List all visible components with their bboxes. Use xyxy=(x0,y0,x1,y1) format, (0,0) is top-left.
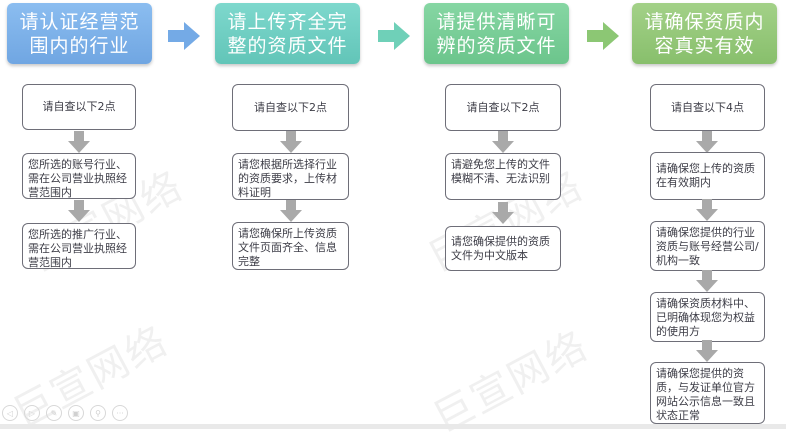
down-arrow-icon xyxy=(68,131,90,153)
step-4-item-2: 请确保您提供的行业资质与账号经营公司/机构一致 xyxy=(650,221,765,271)
step-2-item-1: 请您根据所选择行业的资质要求，上传材料证明 xyxy=(232,153,349,200)
step-2-header: 请上传齐全完整的资质文件 xyxy=(215,3,360,64)
slides-icon: ▣ xyxy=(72,408,80,418)
step-3-item-1: 请避免您上传的文件模糊不清、无法识别 xyxy=(445,153,561,200)
down-arrow-icon xyxy=(280,200,302,222)
bottom-bar xyxy=(0,424,786,429)
step-1-item-1: 您所选的账号行业、需在公司营业执照经营范围内 xyxy=(22,153,136,199)
step-3-title-line2: 辨的资质文件 xyxy=(436,34,557,57)
step-4-item-1: 请确保您上传的资质在有效期内 xyxy=(650,152,765,200)
step-2-item-2: 请您确保所上传资质文件页面齐全、信息完整 xyxy=(232,222,349,270)
step-1-checklist-heading: 请自查以下2点 xyxy=(22,84,136,130)
step-4-checklist-heading: 请自查以下4点 xyxy=(650,84,765,131)
step-1-item-2: 您所选的推广行业、需在公司营业执照经营范围内 xyxy=(22,223,136,269)
see-all-slides-button[interactable]: ▣ xyxy=(68,405,84,421)
down-arrow-icon xyxy=(696,199,718,221)
step-3-checklist-heading: 请自查以下2点 xyxy=(445,84,561,131)
down-arrow-icon xyxy=(492,131,514,153)
step-1-title-line1: 请认证经营范 xyxy=(19,10,140,33)
down-arrow-icon xyxy=(280,131,302,153)
pen-button[interactable]: ✎ xyxy=(46,405,62,421)
step-4-title-line2: 容真实有效 xyxy=(654,34,755,57)
step-2-checklist-heading: 请自查以下2点 xyxy=(232,84,349,131)
down-arrow-icon xyxy=(68,200,90,222)
next-slide-button[interactable]: ▷ xyxy=(24,405,40,421)
step-2-title-line2: 整的资质文件 xyxy=(227,34,348,57)
step-4-title-line1: 请确保资质内 xyxy=(644,10,765,33)
step-1-header: 请认证经营范围内的行业 xyxy=(7,3,152,64)
more-icon: ··· xyxy=(116,408,124,418)
step-4-item-4: 请确保您提供的资质，与发证单位官方网站公示信息一致且状态正常 xyxy=(650,362,765,424)
arrow-right-icon: ▷ xyxy=(28,408,36,418)
right-arrow-icon xyxy=(168,22,200,50)
step-4-header: 请确保资质内容真实有效 xyxy=(632,3,777,64)
step-3-item-2: 请您确保提供的资质文件为中文版本 xyxy=(445,226,561,271)
more-options-button[interactable]: ··· xyxy=(112,405,128,421)
arrow-left-icon: ◁ xyxy=(6,408,14,418)
previous-slide-button[interactable]: ◁ xyxy=(2,405,18,421)
right-arrow-icon xyxy=(587,22,619,50)
slideshow-toolbar: ◁ ▷ ✎ ▣ ⚲ ··· xyxy=(2,405,128,421)
step-3-title-line1: 请提供清晰可 xyxy=(436,10,557,33)
magnifier-icon: ⚲ xyxy=(95,408,101,418)
pen-icon: ✎ xyxy=(50,408,58,418)
down-arrow-icon xyxy=(696,131,718,153)
down-arrow-icon xyxy=(696,340,718,362)
step-2-title-line1: 请上传齐全完 xyxy=(227,10,348,33)
step-3-header: 请提供清晰可辨的资质文件 xyxy=(424,3,569,64)
down-arrow-icon xyxy=(492,202,514,224)
zoom-button[interactable]: ⚲ xyxy=(90,405,106,421)
step-4-item-3: 请确保资质材料中、已明确体现您为权益的使用方 xyxy=(650,292,765,342)
down-arrow-icon xyxy=(696,270,718,292)
right-arrow-icon xyxy=(378,22,410,50)
step-1-title-line2: 围内的行业 xyxy=(29,34,130,57)
